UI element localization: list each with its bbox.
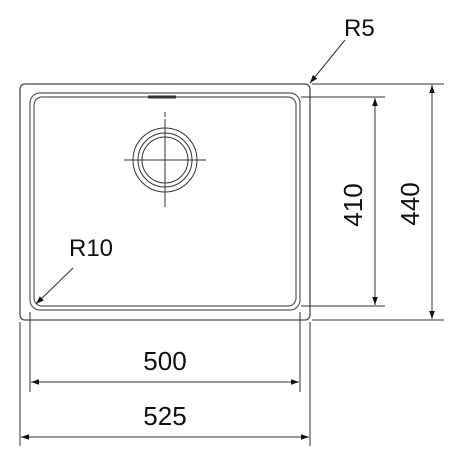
sink-outer-outline <box>19 83 311 321</box>
inner-radius-callout: R10 <box>35 235 113 305</box>
outer-radius-callout: R5 <box>309 15 375 84</box>
bowl-width-label: 500 <box>143 346 186 376</box>
dimension-overall-width: 525 <box>19 322 311 446</box>
overall-width-label: 525 <box>143 401 186 431</box>
dimension-bowl-depth: 410 <box>301 96 385 307</box>
dimension-bowl-width: 500 <box>29 312 301 392</box>
overall-depth-label: 440 <box>395 182 425 225</box>
dimension-overall-depth: 440 <box>312 83 444 321</box>
outer-radius-label: R5 <box>344 15 375 42</box>
bowl-depth-label: 410 <box>338 183 368 226</box>
bowl-inner-outline <box>29 92 301 311</box>
inner-radius-label: R10 <box>69 235 113 262</box>
drain-icon <box>124 112 206 207</box>
